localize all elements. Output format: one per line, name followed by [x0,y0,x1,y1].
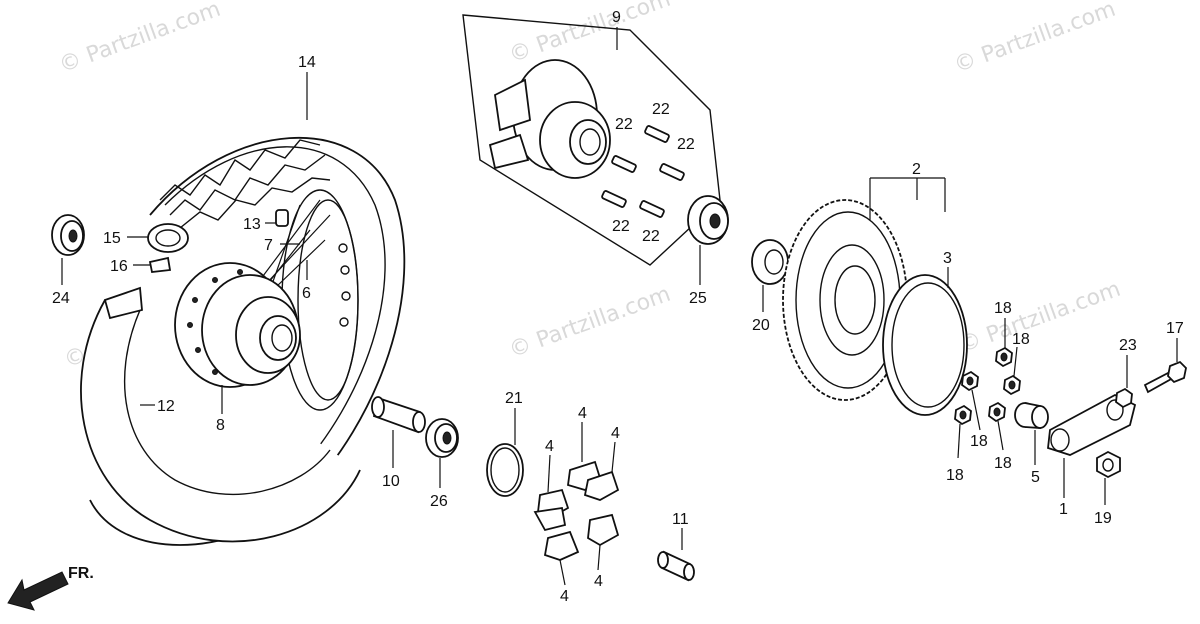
callout-18b: 18 [1012,331,1030,348]
axle-nut-19 [1096,450,1121,479]
callout-7: 7 [264,237,273,254]
chain-ring-3 [882,274,968,416]
front-direction-label: FR. [68,565,94,582]
callout-13: 13 [243,216,261,233]
nut-18b [961,370,979,392]
bearing-26 [425,418,459,458]
callout-4a: 4 [578,405,587,422]
callout-19: 19 [1094,510,1112,527]
stud-bolts [601,125,685,218]
callout-23: 23 [1119,337,1137,354]
callout-20: 20 [752,317,770,334]
callout-18c: 18 [970,433,988,450]
callout-22a: 22 [652,101,670,118]
callout-9: 9 [612,9,621,26]
callout-10: 10 [382,473,400,490]
callout-21: 21 [505,390,523,407]
callout-4e: 4 [560,588,569,605]
callout-2: 2 [912,161,921,178]
inner-tube [80,286,361,543]
callout-18a: 18 [994,300,1012,317]
nut-18d [954,404,972,426]
callout-3: 3 [943,250,952,267]
callout-26: 26 [430,493,448,510]
callout-22b: 22 [615,116,633,133]
callout-4c: 4 [545,438,554,455]
rear-hub [174,262,301,388]
final-driven-flange [488,59,611,179]
bearing-24 [51,214,85,256]
callout-6: 6 [302,285,311,302]
callout-22c: 22 [677,136,695,153]
callout-5: 5 [1031,469,1040,486]
chain-adjuster-plate [1047,393,1137,456]
callout-labels: 14 15 16 24 13 7 6 8 12 10 26 21 11 25 2… [52,9,1184,605]
callout-1: 1 [1059,501,1068,518]
callout-8: 8 [216,417,225,434]
callout-4d: 4 [594,573,603,590]
o-ring-21 [486,443,524,497]
callout-18e: 18 [994,455,1012,472]
nut-18e [988,401,1006,423]
bearing-25 [687,195,729,245]
callout-17: 17 [1166,320,1184,337]
axle-distance-collar [371,396,426,434]
front-direction-arrow: FR. [7,565,94,611]
valve-cap [275,209,289,227]
callout-12: 12 [157,398,175,415]
callout-16: 16 [110,258,128,275]
collar-5 [1014,402,1049,429]
lock-nut-23 [1115,387,1133,409]
callout-4b: 4 [611,425,620,442]
callout-22e: 22 [642,228,660,245]
valve-nut [148,256,172,273]
leader-lines [61,27,1178,586]
callout-14: 14 [298,54,316,71]
nut-18c [1003,374,1021,396]
callout-11: 11 [672,511,689,528]
rim-band [147,223,189,253]
adjusting-bolt-17 [1143,360,1187,394]
callout-22d: 22 [612,218,630,235]
callout-24: 24 [52,290,70,307]
oil-seal-20 [751,239,789,285]
callout-15: 15 [103,230,121,247]
side-collar-11 [657,550,695,582]
callout-25: 25 [689,290,707,307]
damper-rubbers [533,460,620,561]
callout-18d: 18 [946,467,964,484]
nut-18a [995,346,1013,368]
